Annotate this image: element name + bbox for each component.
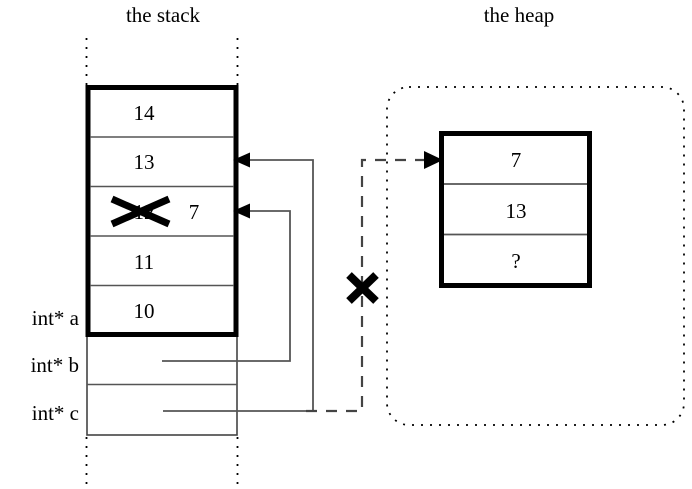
stack-cell-value-1: 13 [134, 150, 155, 174]
variable-label-a: int* a [32, 306, 80, 330]
heap-cell-value-0: 7 [511, 148, 522, 172]
heap-block-outline [439, 131, 592, 288]
variable-label-b: int* b [31, 353, 79, 377]
stack-value-box-outline [85, 85, 239, 337]
pointer-arrow-b-head [233, 203, 250, 219]
pointer-arrow-c [163, 152, 314, 412]
strikeout-x-icon [110, 195, 171, 228]
heap-region-border [386, 86, 685, 426]
stack-cell-value-4: 10 [134, 299, 155, 323]
pointer-arrow-c-head [233, 152, 250, 168]
stack-cell-value-0: 14 [134, 101, 156, 125]
stack-cell-value-3: 11 [134, 250, 154, 274]
pointer-arrow-c-path [163, 159, 314, 412]
heap-cell-value-2: ? [511, 249, 520, 273]
dashed-pointer-head [424, 151, 443, 169]
pointer-arrow-b [162, 203, 291, 362]
heap-block [439, 131, 592, 288]
invalidated-pointer-x-icon [346, 272, 379, 304]
pointer-arrow-b-path [162, 210, 291, 362]
stack-pointer-box [86, 333, 238, 436]
stack-guide-lines [85, 38, 239, 489]
variable-label-c: int* c [32, 401, 79, 425]
stack-cell-value-2-replacement: 7 [189, 200, 200, 224]
heap-title: the heap [484, 3, 555, 27]
stack-title: the stack [126, 3, 201, 27]
stack-value-box [85, 85, 239, 337]
heap-cell-value-1: 13 [506, 199, 527, 223]
